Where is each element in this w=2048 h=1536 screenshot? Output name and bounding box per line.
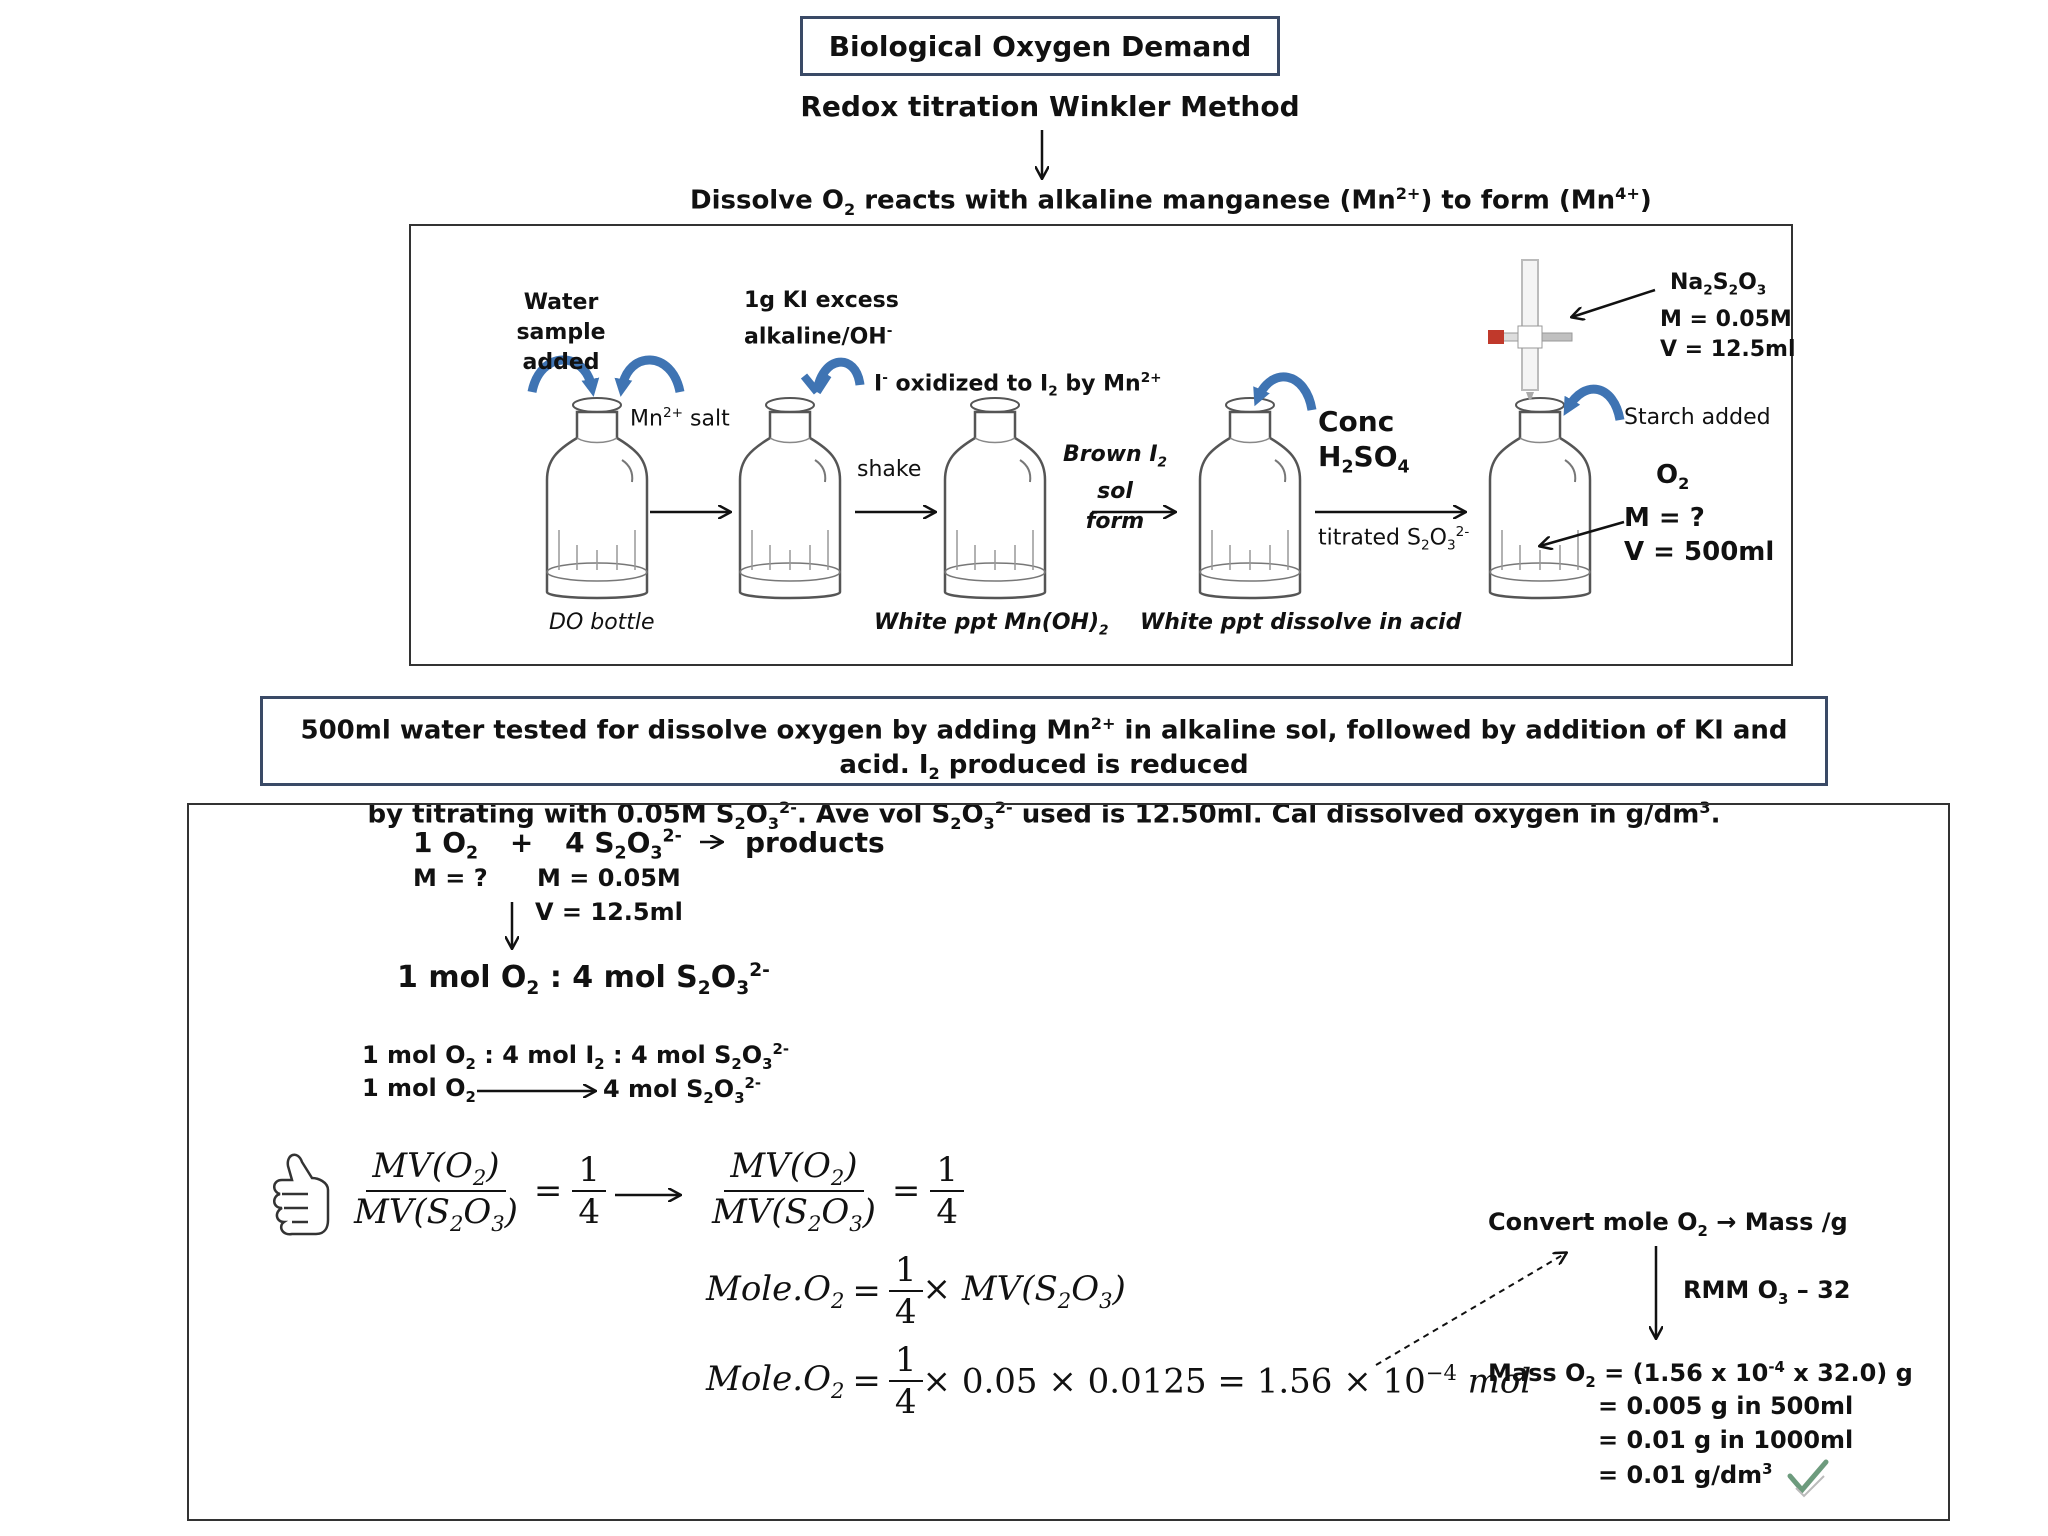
curved-arrow-water [527,355,600,397]
label-iodide-oxidized: I- oxidized to I2 by Mn2+ [874,370,1162,400]
label-h2so4: H2SO4 [1318,440,1410,478]
label-sample: O2 M = ? V = 500ml [1624,460,1775,568]
convert-label: Convert mole O2 → Mass /g [1488,1208,1848,1240]
problem-statement: 500ml water tested for dissolve oxygen b… [260,696,1828,833]
bottle-2 [738,396,842,600]
label-starch: Starch added [1624,405,1771,430]
mass-line-4: = 0.01 g/dm3 [1598,1460,1773,1489]
solution-box [187,803,1950,1521]
title-box: Biological Oxygen Demand [800,16,1280,76]
label-do-bottle: DO bottle [549,610,655,635]
mole-ratio: 1 mol O2 : 4 mol S2O32- [397,960,770,999]
arrow-sample [1540,520,1625,546]
label-titrated: titrated S2O32- [1318,524,1470,554]
label-white-ppt: White ppt Mn(OH)2 [874,610,1109,639]
curved-arrow-mn [614,355,685,397]
subtitle: Redox titration Winkler Method [800,90,1300,123]
rmm-label: RMM O3 – 32 [1683,1276,1851,1308]
eq-products: products [745,826,885,859]
burette-icon [1488,259,1573,400]
ratio-o2: 1 mol O2 [362,1074,476,1106]
check-icon [1787,1459,1829,1498]
label-mn-salt: Mn2+ salt [630,405,730,432]
label-burette: Na2S2O3 M = 0.05M V = 12.5ml [1660,270,1796,363]
bottle-4 [1198,396,1302,600]
curved-arrow-acid [1253,372,1317,411]
mass-line-1: Mass O2 = (1.56 x 10-4 x 32.0) g [1488,1358,1913,1391]
mass-line-2: = 0.005 g in 500ml [1598,1392,1854,1420]
label-conc: Conc [1318,405,1395,438]
label-shake: shake [857,457,922,482]
ratio-chain: 1 mol O2 : 4 mol I2 : 4 mol S2O32- [362,1040,790,1073]
arrow-dashed-convert [1375,1253,1566,1366]
m-s2o3: M = 0.05M [537,864,681,892]
step-intro: Dissolve O2 reacts with alkaline mangane… [690,184,1652,219]
mass-line-3: = 0.01 g in 1000ml [1598,1426,1854,1454]
m-o2: M = ? [413,864,488,892]
label-white-dissolve: White ppt dissolve in acid [1140,610,1462,635]
bottle-3 [943,396,1047,600]
equation: 1 O2 + 4 S2O32- [413,826,682,864]
bottle-5 [1488,396,1592,600]
arrow-burette [1572,288,1656,317]
ratio-s2o3: 4 mol S2O32- [603,1074,762,1107]
thumbs-up-icon [273,1153,330,1236]
procedure-box [409,224,1793,666]
v-s2o3: V = 12.5ml [535,898,683,926]
curved-arrow-starch [1563,384,1625,422]
page-title: Biological Oxygen Demand [828,29,1252,63]
